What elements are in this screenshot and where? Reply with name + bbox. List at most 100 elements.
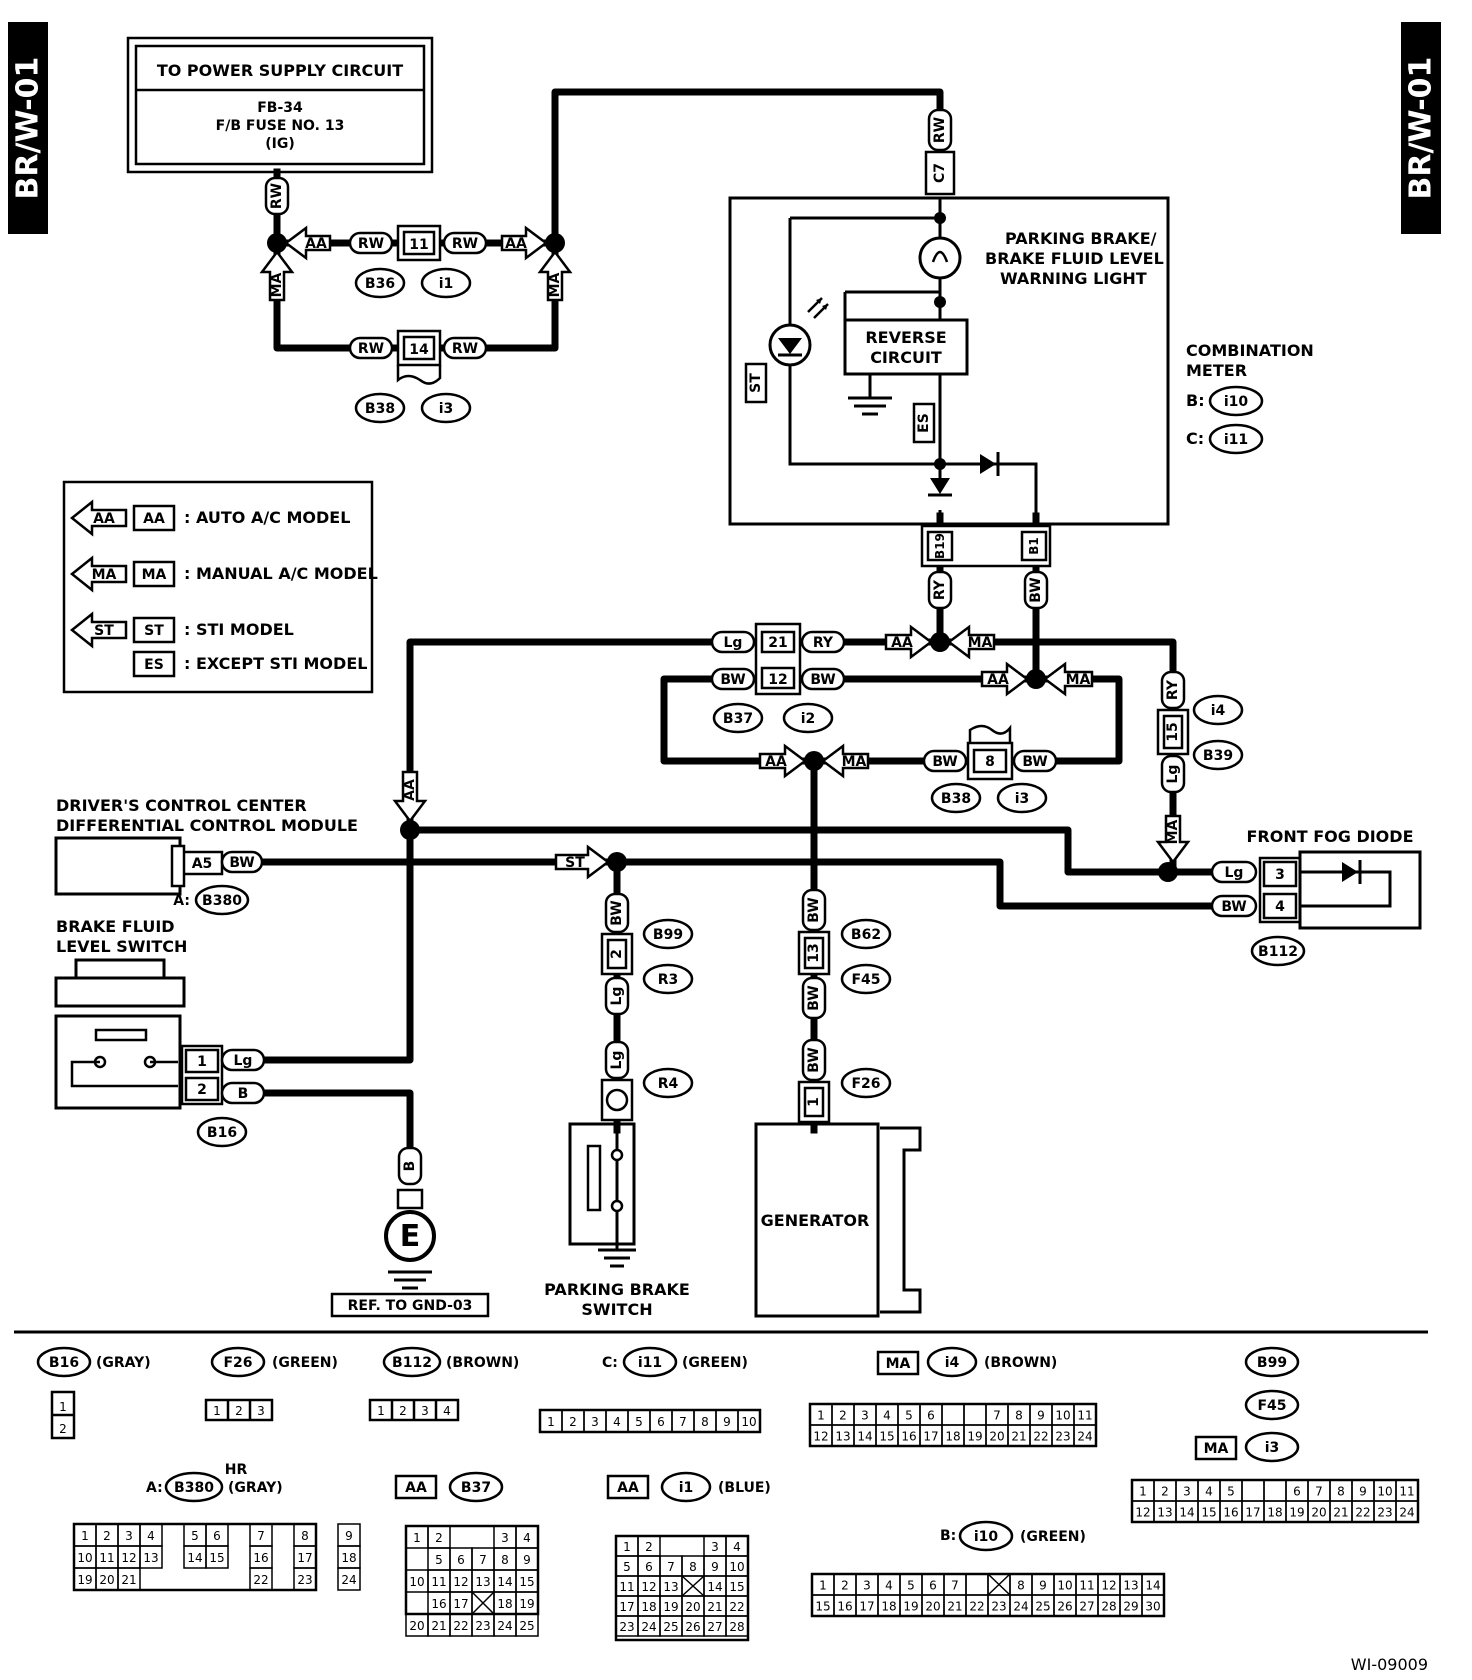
svg-text:i4: i4 xyxy=(945,1355,960,1371)
svg-text:B99: B99 xyxy=(653,927,683,943)
connector-pin-label: 13 xyxy=(835,1430,850,1444)
connector-pin-label: 12 xyxy=(1135,1506,1150,1520)
connector-pin-label: 14 xyxy=(1145,1579,1160,1593)
connector-pin-label: 1 xyxy=(1139,1485,1147,1499)
brake-fluid-switch: BRAKE FLUID LEVEL SWITCH xyxy=(54,917,187,1110)
svg-text:BR/W-01: BR/W-01 xyxy=(11,57,46,200)
connector-pin-label: 2 xyxy=(839,1409,847,1423)
connector-pin-label: 2 xyxy=(569,1415,577,1429)
connector-pin-label: 8 xyxy=(701,1415,709,1429)
svg-text:B: B xyxy=(238,1086,249,1102)
svg-text:BW: BW xyxy=(806,985,822,1010)
connector-pin-label: 10 xyxy=(741,1415,756,1429)
connector-pin-label: 6 xyxy=(927,1409,935,1423)
svg-text:1: 1 xyxy=(806,1097,822,1107)
connector-pin-label: 25 xyxy=(519,1619,534,1633)
connector-pin-label: 18 xyxy=(641,1600,656,1614)
diode-icon xyxy=(928,452,1000,497)
ground-symbol: E REF. TO GND-03 xyxy=(330,1188,490,1318)
svg-text:AA: AA xyxy=(891,635,913,651)
svg-text:B39: B39 xyxy=(1203,748,1233,764)
svg-text:21: 21 xyxy=(768,635,787,651)
svg-text:BW: BW xyxy=(1022,754,1047,770)
svg-text:i11: i11 xyxy=(638,1355,662,1371)
svg-text:HR: HR xyxy=(225,1462,248,1478)
connector-pin-label: 13 xyxy=(1157,1506,1172,1520)
svg-text:F26: F26 xyxy=(223,1355,252,1371)
connector-pin-label: 20 xyxy=(409,1619,424,1633)
connector-pin-label: 4 xyxy=(147,1529,155,1543)
connector-cell xyxy=(337,1567,361,1591)
svg-text:Lg: Lg xyxy=(234,1053,253,1069)
svg-text:3: 3 xyxy=(1275,867,1285,883)
svg-text:B37: B37 xyxy=(723,711,753,727)
svg-text:ST: ST xyxy=(748,373,764,393)
svg-text:B380: B380 xyxy=(174,1480,214,1496)
svg-text:AA: AA xyxy=(617,1480,639,1496)
connector-pin-label: 18 xyxy=(341,1551,356,1565)
svg-text:11: 11 xyxy=(409,237,428,253)
left-arrow-icon xyxy=(69,499,128,537)
svg-text:B: B xyxy=(402,1161,418,1172)
connector-pin-label: 28 xyxy=(1101,1600,1116,1614)
connector-pin-label: 4 xyxy=(1205,1485,1213,1499)
connector-pin-label: 14 xyxy=(497,1575,512,1589)
svg-text:MA: MA xyxy=(1204,1441,1229,1457)
svg-text:i10: i10 xyxy=(974,1529,999,1545)
svg-text:RW: RW xyxy=(358,341,384,357)
connector-pin-label: 24 xyxy=(1077,1430,1092,1444)
svg-text:1: 1 xyxy=(213,1404,221,1418)
splice-points xyxy=(267,233,1178,882)
connector-pin-label: 2 xyxy=(1161,1485,1169,1499)
svg-text:i3: i3 xyxy=(1015,791,1030,807)
svg-text:i10: i10 xyxy=(1224,394,1249,410)
svg-text:(IG): (IG) xyxy=(265,136,295,152)
svg-text:BR/W-01: BR/W-01 xyxy=(1404,57,1439,200)
connector-pin-label: 4 xyxy=(883,1409,891,1423)
connector-pin-label: 14 xyxy=(1179,1506,1194,1520)
connector-pin-label: 6 xyxy=(457,1553,465,1567)
svg-text:F/B FUSE NO. 13: F/B FUSE NO. 13 xyxy=(216,118,345,134)
svg-text:AA: AA xyxy=(402,779,418,801)
connector-pin-label: 20 xyxy=(989,1430,1004,1444)
connector-pin-label: 24 xyxy=(1399,1506,1414,1520)
svg-text:1: 1 xyxy=(197,1054,207,1070)
generator: GENERATOR xyxy=(754,1122,922,1318)
svg-text:METER: METER xyxy=(1186,361,1247,380)
connector-pin-label: 9 xyxy=(723,1415,731,1429)
svg-text:B1: B1 xyxy=(1027,537,1041,555)
svg-text:BW: BW xyxy=(609,900,625,925)
connector-pin-label: 9 xyxy=(1359,1485,1367,1499)
ground-icon xyxy=(848,374,892,416)
connector-pin-label: 8 xyxy=(689,1560,697,1574)
svg-text:B99: B99 xyxy=(1257,1355,1287,1371)
connector-pin-label: 8 xyxy=(301,1529,309,1543)
connector-cell xyxy=(1395,1500,1419,1523)
svg-text:(GREEN): (GREEN) xyxy=(1020,1529,1086,1545)
svg-text:4: 4 xyxy=(443,1404,451,1418)
svg-text:2: 2 xyxy=(235,1404,243,1418)
svg-text:: AUTO A/C MODEL: : AUTO A/C MODEL xyxy=(184,508,350,527)
svg-text:COMBINATION: COMBINATION xyxy=(1186,341,1314,360)
connector-pin-label: 22 xyxy=(729,1600,744,1614)
connector-pin-label: 14 xyxy=(707,1580,722,1594)
connector-pin-label: 23 xyxy=(475,1619,490,1633)
svg-text:Lg: Lg xyxy=(609,987,625,1006)
connector-pin-label: 23 xyxy=(1377,1506,1392,1520)
connector-pin-label: 13 xyxy=(475,1575,490,1589)
connector-pin-label: 19 xyxy=(1289,1506,1304,1520)
connector-pin-label: 9 xyxy=(711,1560,719,1574)
svg-text:(BROWN): (BROWN) xyxy=(446,1355,519,1371)
svg-text:AA: AA xyxy=(305,236,327,252)
connector-pin-label: 4 xyxy=(613,1415,621,1429)
connector-pin-label: 17 xyxy=(859,1600,874,1614)
svg-text:WARNING LIGHT: WARNING LIGHT xyxy=(1000,269,1147,288)
connector-pin-label: 23 xyxy=(991,1600,1006,1614)
connector-pin-label: 23 xyxy=(297,1573,312,1587)
connector-pin-label: 7 xyxy=(951,1579,959,1593)
svg-text:2: 2 xyxy=(59,1422,67,1436)
svg-text:AA: AA xyxy=(143,511,165,527)
svg-text:BW: BW xyxy=(720,672,745,688)
connector-pin-label: 18 xyxy=(497,1597,512,1611)
